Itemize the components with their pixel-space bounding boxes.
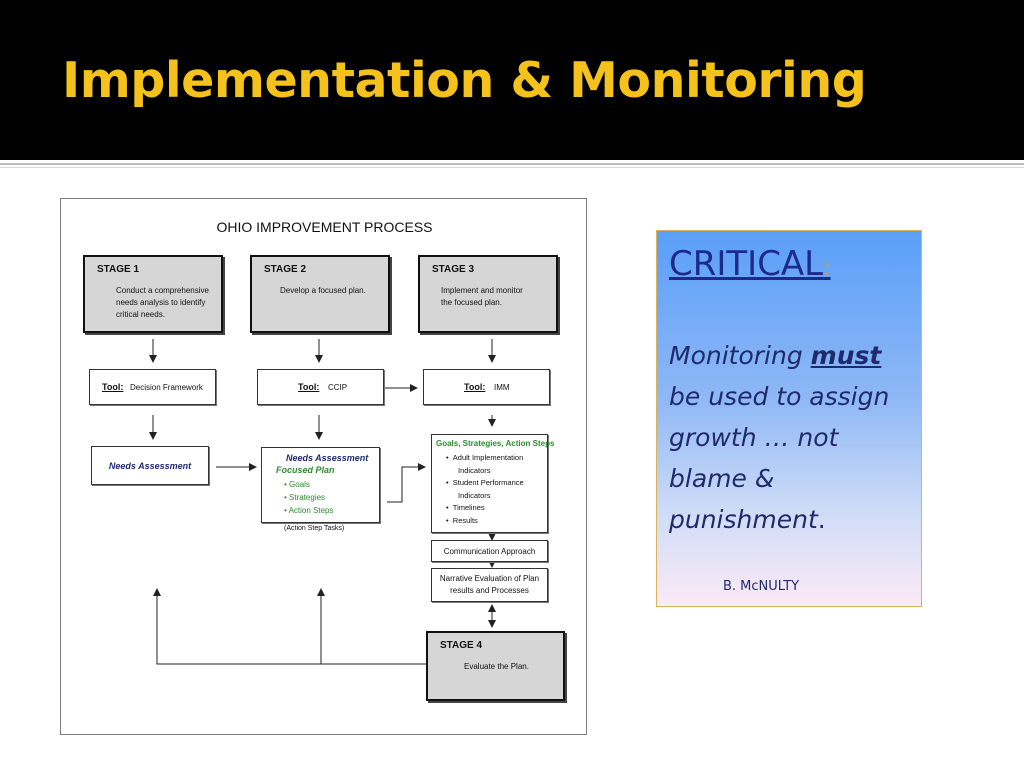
title-bar: Implementation & Monitoring: [0, 0, 1024, 160]
stage-1-description: Conduct a comprehensive needs analysis t…: [116, 286, 209, 319]
communication-approach-box: Communication Approach: [431, 540, 548, 562]
stage-1-box: STAGE 1 Conduct a comprehensive needs an…: [83, 255, 223, 333]
tool-imm: Tool: IMM: [423, 369, 550, 405]
feedback-loop-line: [156, 591, 426, 665]
stage-4-description: Evaluate the Plan.: [464, 662, 529, 671]
diagram-title: OHIO IMPROVEMENT PROCESS: [216, 219, 433, 235]
critical-quote: Monitoring must be used to assign growth…: [669, 341, 890, 534]
title-divider: [0, 163, 1024, 165]
plan-item-strategies: • Strategies: [284, 493, 326, 502]
plan-item-goals: • Goals: [284, 480, 310, 489]
needs-assessment-box: Needs Assessment: [91, 446, 209, 485]
stage-1-label: STAGE 1: [97, 264, 140, 275]
must-emphasis: must: [810, 341, 882, 370]
stage-4-box: STAGE 4 Evaluate the Plan.: [426, 631, 565, 701]
narrative-evaluation-box: Narrative Evaluation of Plan results and…: [431, 568, 548, 602]
stage-3-box: STAGE 3 Implement and monitor the focuse…: [418, 255, 558, 333]
plan-item-action-steps: • Action Steps: [284, 506, 334, 515]
action-step-tasks-note: (Action Step Tasks): [284, 525, 345, 532]
title-divider-thin: [0, 167, 1024, 168]
critical-heading: CRITICAL:: [669, 244, 831, 284]
critical-callout: CRITICAL: Monitoring must be used to ass…: [656, 230, 922, 607]
stage-2-description: Develop a focused plan.: [280, 286, 366, 295]
stage-4-label: STAGE 4: [440, 640, 483, 651]
focused-plan-box: Needs Assessment Focused Plan • Goals • …: [261, 447, 380, 523]
stage-2-box: STAGE 2 Develop a focused plan.: [250, 255, 390, 333]
arrow-plan-goals: [387, 463, 426, 503]
stage-3-label: STAGE 3: [432, 264, 475, 275]
tool-decision-framework: Tool: Decision Framework: [89, 369, 216, 405]
goals-strategies-box: Goals, Strategies, Action Steps • Adult …: [431, 434, 554, 533]
ohio-process-diagram: OHIO IMPROVEMENT PROCESS STAGE 1 Conduct…: [60, 198, 587, 735]
slide-title: Implementation & Monitoring: [62, 52, 867, 109]
stage-2-label: STAGE 2: [264, 264, 307, 275]
quote-author: B. McNULTY: [723, 579, 800, 594]
tool-ccip: Tool: CCIP: [257, 369, 384, 405]
stage-3-description: Implement and monitor the focused plan.: [441, 286, 523, 307]
